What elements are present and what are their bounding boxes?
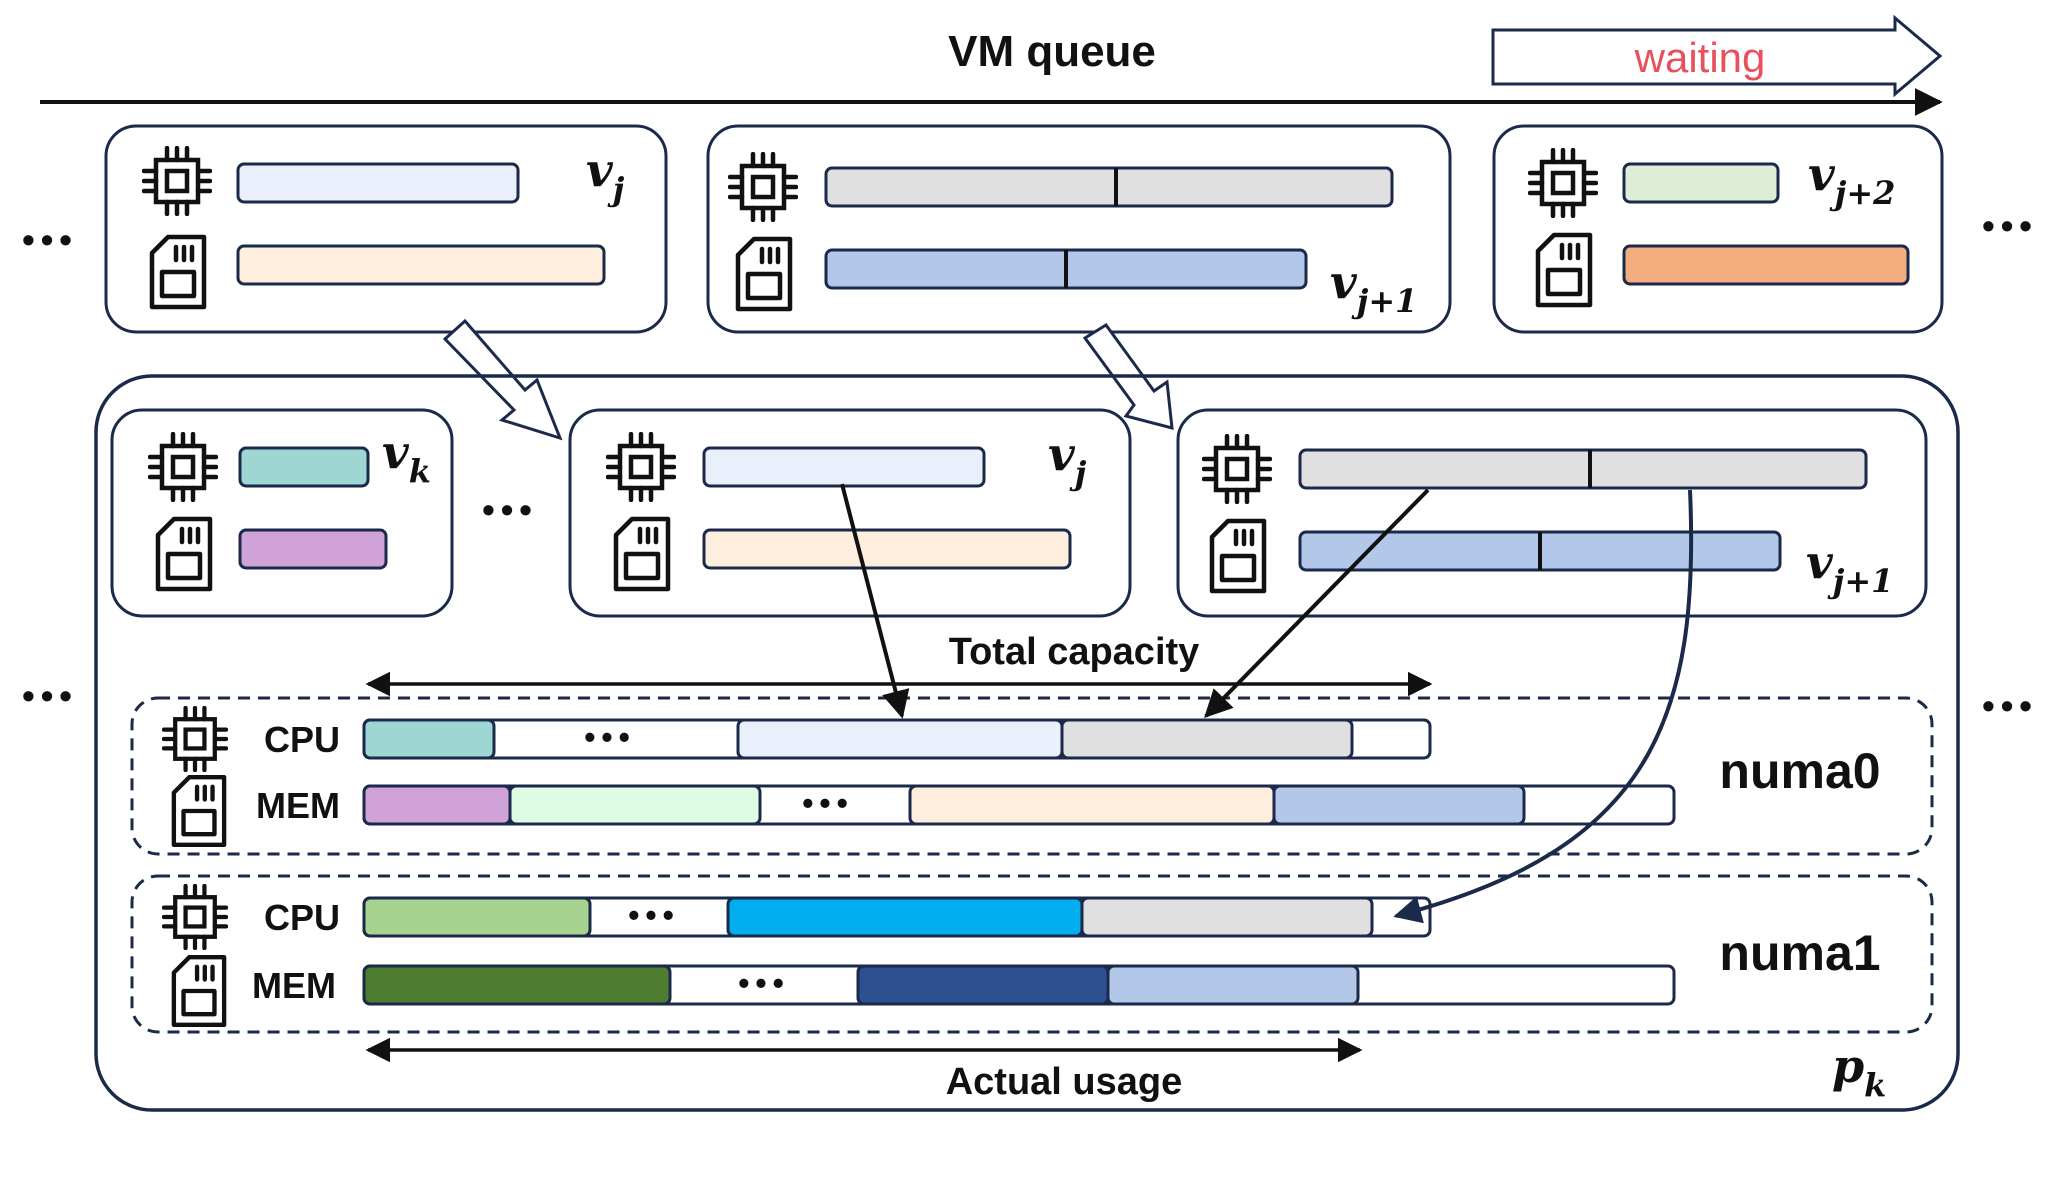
host-pk-box [94, 374, 1960, 1112]
queue-right-ellipsis: ••• [1982, 205, 2038, 246]
host-pk-label: pk [1832, 1039, 1886, 1104]
host-vm-j1: vj+1 [1176, 408, 1928, 618]
queue-vm-j1-label: vj+1 [1330, 255, 1417, 320]
host-vm-k-label-main: v [382, 425, 410, 479]
placement-arrow-vm-j [442, 318, 563, 441]
total-capacity-label: Total capacity [949, 631, 1200, 673]
host-vm-j1-label-main: v [1806, 535, 1834, 589]
memory-icon [174, 777, 224, 845]
queue-vm-j2: vj+2 [1492, 124, 1944, 334]
numa1-cpu-segment-vm-j1 [1080, 896, 1374, 938]
host-vm-k: vk [110, 408, 454, 618]
host-pk-label-main: p [1832, 1039, 1864, 1093]
mapping-arrow-vm-j-to-numa0 [840, 483, 910, 719]
host-vm-j1-cpu-bar [1298, 448, 1868, 490]
host-vm-j-cpu-bar [702, 446, 986, 488]
numa0-mem-segment-vm-j [908, 784, 1276, 826]
queue-vm-j2-cpu-bar [1622, 162, 1780, 204]
numa0-group: CPU MEM ••• ••• numa0 [130, 696, 1934, 856]
queue-vm-j-label-main: v [586, 143, 614, 197]
numa0-mem-segment-vm-k [362, 784, 512, 826]
vm-queue-title: VM queue [948, 27, 1156, 76]
queue-vm-j2-label: vj+2 [1808, 147, 1895, 212]
memory-icon [174, 957, 224, 1025]
host-vm-j: vj [568, 408, 1132, 618]
cpu-icon [164, 886, 226, 948]
queue-vm-j1-cpu-bar [824, 166, 1394, 208]
numa0-mem-label: MEM [256, 785, 340, 826]
actual-usage-label: Actual usage [946, 1061, 1183, 1103]
queue-vm-j: vj [104, 124, 668, 334]
queue-vm-j-mem-bar [236, 244, 606, 286]
numa1-cpu-segment-green [362, 896, 592, 938]
host-vm-k-label: vk [382, 425, 431, 490]
numa0-cpu-ellipsis: ••• [584, 719, 636, 755]
host-pk-label-sub: k [1864, 1066, 1886, 1104]
numa1-cpu-segment-cyan [726, 896, 1084, 938]
queue-vm-j1: vj+1 [706, 124, 1452, 334]
numa0-cpu-label: CPU [264, 719, 340, 760]
numa1-box [130, 874, 1934, 1034]
numa0-cpu-segment-vm-k [362, 718, 496, 760]
numa1-mem-segment-vm-j1 [1106, 964, 1360, 1006]
queue-vm-j1-label-main: v [1330, 255, 1358, 309]
queue-vm-j2-mem-bar [1622, 244, 1910, 286]
cpu-icon [164, 708, 226, 770]
queue-left-ellipsis: ••• [22, 219, 78, 260]
numa0-cpu-segment-vm-j [736, 718, 1064, 760]
host-left-ellipsis: ••• [22, 675, 78, 716]
mapping-arrow-vm-j1-to-numa0 [1204, 488, 1430, 718]
host-vm-k-label-sub: k [409, 452, 431, 490]
host-vm-ellipsis: ••• [482, 489, 538, 530]
header: VM queue waiting [40, 14, 1943, 116]
host-vm-j-label-main: v [1048, 427, 1076, 481]
numa1-group: CPU MEM ••• ••• numa1 [130, 874, 1934, 1034]
host-vm-k-mem-bar [238, 528, 388, 570]
mapping-arrow-vm-j1-to-numa1 [1393, 489, 1694, 924]
queue-vm-j1-label-sub: j+1 [1351, 282, 1418, 320]
numa0-cpu-segment-vm-j1 [1060, 718, 1354, 760]
host-right-ellipsis: ••• [1982, 685, 2038, 726]
host-vm-j1-label-sub: j+1 [1827, 562, 1894, 600]
numa0-mem-segment-other [508, 784, 762, 826]
numa0-mem-segment-vm-j1 [1272, 784, 1526, 826]
numa0-label: numa0 [1719, 743, 1880, 799]
numa0-mem-ellipsis: ••• [802, 785, 854, 821]
waiting-arrow [1491, 14, 1943, 98]
numa1-mem-segment-navy [856, 964, 1110, 1006]
queue-vm-j-cpu-bar [236, 162, 520, 204]
numa1-mem-segment-dark-green [362, 964, 672, 1006]
queue-vm-j2-label-main: v [1808, 147, 1836, 201]
numa0-box [130, 696, 1934, 856]
numa1-label: numa1 [1719, 925, 1880, 981]
waiting-label: waiting [1634, 34, 1766, 81]
queue-vm-j-box [104, 124, 668, 334]
numa1-cpu-ellipsis: ••• [628, 897, 680, 933]
numa1-cpu-label: CPU [264, 897, 340, 938]
host-vm-k-cpu-bar [238, 446, 370, 488]
host-vm-j-mem-bar [702, 528, 1072, 570]
numa1-mem-label: MEM [252, 965, 336, 1006]
queue-vm-j2-label-sub: j+2 [1829, 174, 1896, 212]
numa1-mem-ellipsis: ••• [738, 965, 790, 1001]
host-vm-j1-label: vj+1 [1806, 535, 1893, 600]
